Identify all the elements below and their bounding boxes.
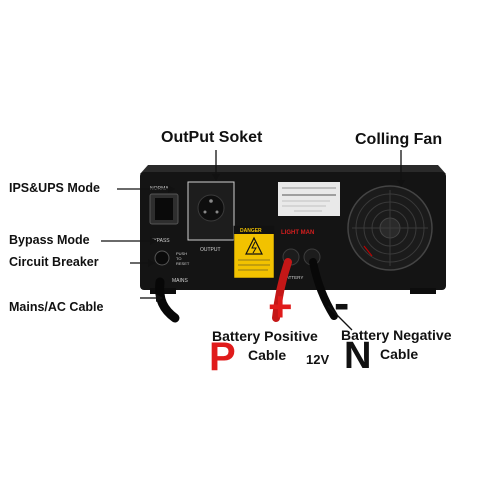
battery-positive-label-line1: Battery Positive bbox=[212, 328, 318, 344]
panel-push-text: PUSH bbox=[176, 251, 187, 256]
panel-danger-text: DANGER bbox=[240, 228, 262, 234]
panel-bypass-text: BYPASS bbox=[150, 238, 170, 244]
danger-sticker-header bbox=[234, 226, 274, 234]
mains-ac-cable-label: Mains/AC Cable bbox=[9, 300, 104, 314]
bypass-mode-label: Bypass Mode bbox=[9, 233, 90, 247]
panel-reset-text: RESET bbox=[176, 261, 190, 266]
n-letter: N bbox=[344, 335, 372, 377]
mode-switch-rocker bbox=[155, 198, 173, 220]
output-socket[interactable] bbox=[197, 194, 225, 222]
minus-sign: - bbox=[334, 277, 350, 329]
bypass-arrowhead bbox=[150, 237, 157, 245]
output-socket-arrowhead bbox=[212, 174, 220, 181]
circuit-breaker-button[interactable] bbox=[154, 250, 170, 266]
brand-text: LIGHT MAN bbox=[281, 230, 314, 236]
foot-right bbox=[410, 288, 436, 294]
panel-to-text: TO bbox=[176, 256, 181, 261]
fan-wire-red bbox=[363, 245, 373, 257]
panel-output-text: OUTPUT bbox=[200, 247, 221, 253]
output-socket-label: OutPut Soket bbox=[161, 129, 263, 146]
mains-arrowhead bbox=[156, 294, 163, 302]
high-voltage-icon bbox=[245, 236, 263, 255]
mains-cable bbox=[155, 277, 180, 323]
fan-arrowhead bbox=[397, 180, 405, 187]
positive-battery-cable bbox=[272, 258, 292, 322]
negative-battery-cable bbox=[309, 258, 338, 320]
battery-negative-label-line2: Cable bbox=[380, 346, 419, 362]
battery-positive-label-line2: Cable bbox=[248, 347, 287, 363]
lightning-bolt-icon bbox=[251, 241, 257, 254]
negative-cable-arrow bbox=[327, 305, 353, 331]
socket-pin-earth bbox=[209, 199, 213, 203]
panel-mains-text: MAINS bbox=[172, 278, 189, 284]
battery-negative-label-line1: Battery Negative bbox=[341, 327, 452, 343]
ips-ups-arrowhead bbox=[168, 185, 175, 193]
voltage-label: 12V bbox=[306, 352, 330, 367]
p-letter: P bbox=[209, 335, 236, 379]
ips-ups-mode-label: IPS&UPS Mode bbox=[9, 181, 100, 195]
circuit-breaker-label: Circuit Breaker bbox=[9, 255, 99, 269]
cooling-fan-label: Colling Fan bbox=[355, 131, 443, 148]
breaker-arrowhead bbox=[148, 259, 155, 267]
plus-sign: + bbox=[268, 283, 293, 330]
socket-pin-left bbox=[203, 210, 207, 214]
socket-pin-right bbox=[215, 210, 219, 214]
panel-battery-text: BATTERY bbox=[283, 275, 303, 280]
